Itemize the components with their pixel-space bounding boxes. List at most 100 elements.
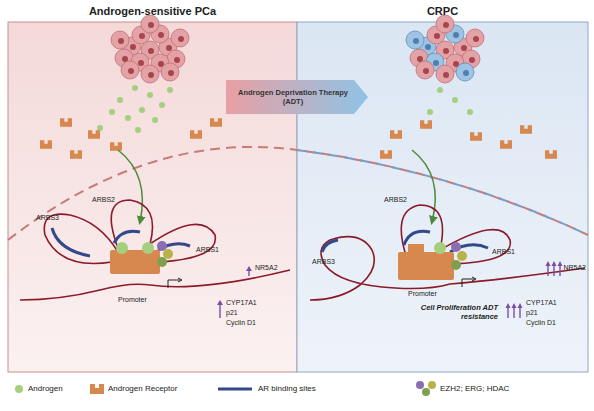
chromatin-left [20,200,290,300]
receptor-icon [190,130,202,139]
receptor-icon [110,142,122,151]
androgen-dot [139,107,145,113]
legend-line [218,388,252,391]
cell-nucleus [130,44,136,50]
outcome-label: Cell Proliferation ADT resistance [418,304,498,321]
cell-nucleus [443,22,449,28]
tumor-cell [121,61,139,79]
receptor-icon [70,150,82,159]
tumor-cell [171,29,189,47]
binding-site-label: ARBS3 [312,258,335,266]
tumor-cell [141,15,159,33]
receptor-icon [500,140,512,149]
cell-nucleus [166,45,172,51]
androgen-dot [427,109,433,115]
tumor-cell [416,61,434,79]
androgen-dot [125,115,131,121]
cell-nucleus [158,32,164,38]
adt-arrow: Androgen Deprivation Therapy (ADT) [226,80,368,114]
gene-label: p21 [226,309,238,317]
legend-cofactors [416,381,436,396]
ar-binding-site [114,231,140,243]
cell-nucleus [473,36,479,42]
androgen-dot [467,109,473,115]
tumor-cell [456,63,474,81]
androgen-dot [117,97,123,103]
promoter-label: Promoter [408,290,437,298]
tumor-cell [466,29,484,47]
legend-receptor [90,384,104,394]
ar-binding-site [322,240,338,252]
up-arrows [506,261,563,318]
cell-nucleus [425,44,431,50]
gene-label: p21 [526,309,538,317]
tumor-cells [406,15,484,83]
androgen-scatter [40,85,557,159]
promoter-arrow [168,280,180,288]
ar-binding-site [52,228,90,256]
receptor-icon [520,125,532,134]
gene-label: Cyclin D1 [226,319,256,327]
androgen-dot [147,92,153,98]
cell-nucleus [148,72,154,78]
androgen-dot [437,87,443,93]
arrow-head [518,303,523,308]
receptor-icon [420,120,432,129]
receptor-icon [545,150,557,159]
ar-complex [110,241,173,274]
receptor-icon [40,140,52,149]
cell-nucleus [148,48,154,54]
cell-nucleus [139,33,145,39]
tumor-cell [161,63,179,81]
left-panel-ground [8,22,297,372]
binding-arrow [118,150,142,222]
gene-label: CYP17A1 [526,299,557,307]
cell-nucleus [138,60,144,66]
panel-heading: Androgen-sensitive PCa [8,5,297,17]
cell-nucleus [443,72,449,78]
binding-site-label: ARBS3 [36,214,59,222]
receptor-icon [210,118,222,127]
tumor-cell [141,65,159,83]
gene-label: Cyclin D1 [526,319,556,327]
chromatin-right [310,205,585,300]
androgen-dot [132,85,138,91]
legend-text: AR binding sites [258,384,316,393]
tumor-cell [436,65,454,83]
cell-nucleus [434,33,440,39]
arrow-head [552,261,557,266]
cell-nucleus [443,48,449,54]
gene-label: CYP17A1 [226,299,257,307]
cell-nucleus [463,70,469,76]
androgen-dot [109,109,115,115]
right-panel-ground [297,22,588,372]
ar-binding-site [404,231,430,245]
adt-arrow-body [226,80,368,114]
binding-site-label: ARBS2 [92,196,115,204]
promoter-label: Promoter [118,296,147,304]
receptor-icon [470,132,482,141]
cell-nucleus [433,60,439,66]
androgen-dot [97,125,103,131]
receptor-icon [390,130,402,139]
ar-complex [398,242,467,280]
androgen-dot [135,127,141,133]
legend-swatch [15,385,23,393]
androgen-dot [152,117,158,123]
panel-heading: CRPC [297,5,588,17]
cell-nucleus [413,38,419,44]
cell-nucleus [178,36,184,42]
legend-text: Androgen [28,384,63,393]
cell-nucleus [461,45,467,51]
tumor-cell [111,31,129,49]
androgen-dot [159,102,165,108]
cell-nucleus [423,68,429,74]
receptor-icon [88,130,100,139]
receptor-icon [60,118,72,127]
androgen-dot [452,97,458,103]
tumor-cell [406,31,424,49]
cell-nucleus [128,68,134,74]
tumor-cell [436,15,454,33]
cell-nucleus [174,57,180,63]
